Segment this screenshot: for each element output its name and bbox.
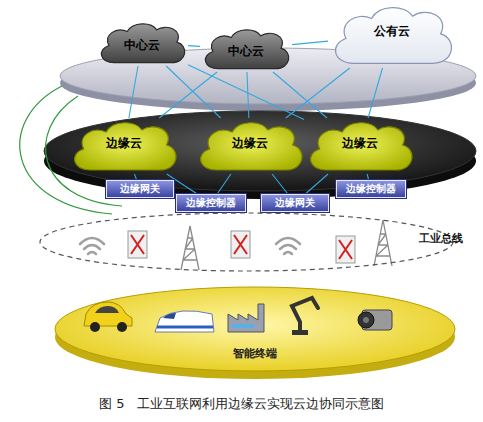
edge-cloud: 边缘云 [68,118,180,174]
car-wheel [90,322,100,332]
terminal-platform-outline [50,283,460,383]
router-symbol [128,231,147,258]
factory-icon [228,304,264,332]
router-arrows [234,235,247,254]
robot-arm-icon [292,298,318,335]
robot-base [292,330,308,335]
network-link [247,72,249,118]
gateway-box: 边缘网关 [106,180,174,198]
node-label: 边缘云 [194,136,306,150]
train-icon [155,311,214,332]
controller-box: 边缘控制器 [176,194,246,212]
car-icon [84,302,132,326]
router-symbol [128,231,355,263]
network-link [166,66,221,118]
camera-icon [358,310,392,330]
router-arrows [339,240,352,259]
node-label: 中心云 [200,44,292,58]
network-link [188,45,200,47]
factory-window [232,324,254,328]
car-wheel [117,322,127,332]
network-link [273,72,327,118]
node-label: 边缘云 [68,136,180,150]
tower-symbol [181,226,199,270]
car-icon [84,302,132,332]
industrial-bus-outline [38,211,463,273]
node-label: 公有云 [328,24,456,38]
train-stripe [157,326,213,329]
gateway-box: 边缘网关 [261,194,329,212]
figure-caption: 图 5 工业互联网利用边缘云实现云边协同示意图 [0,395,483,413]
industrial-bus: 工业总线 [38,211,463,273]
node-label: 边缘控制器 [177,195,245,211]
network-link [305,174,328,194]
network-link [368,68,382,118]
terminal-platform: 智能终端 [50,283,460,383]
center-cloud: 中心云 [96,20,188,66]
edge-platform [44,111,476,199]
node-label: 边缘云 [304,136,416,150]
node-label: 边缘网关 [107,181,173,197]
router-symbol [231,231,250,258]
edge-cloud: 边缘云 [304,118,416,174]
network-link [159,72,217,118]
node-label: 工业总线 [419,232,463,245]
controller-box: 边缘控制器 [336,180,406,198]
camera-lens [363,317,369,323]
bus-ellipse [40,213,453,271]
train-window [163,313,176,319]
router-symbol [336,236,355,263]
train-icon [155,311,214,332]
tower-symbol [374,220,392,266]
center-cloud: 中心云 [200,26,292,72]
network-link [188,65,304,120]
factory-icon [228,304,264,332]
camera-lens [358,312,374,328]
network-link [272,174,288,194]
network-link [286,68,350,118]
wifi-symbol [80,238,300,254]
router-arrows [131,235,144,254]
wifi-symbol [276,238,300,254]
public-cloud: 公有云 [328,2,456,68]
camera-icon [362,310,392,330]
wifi-symbol [80,238,104,254]
network-link [292,41,328,44]
node-label: 中心云 [96,38,188,52]
car-window [95,306,119,313]
network-link [129,66,138,118]
node-label: 边缘控制器 [337,181,405,197]
node-label: 边缘网关 [262,195,328,211]
platform-top [44,111,476,191]
robot-arm-icon [292,298,318,332]
node-label: 智能终端 [50,347,460,360]
edge-cloud: 边缘云 [194,118,306,174]
network-link [217,174,231,194]
tower-symbol [181,220,392,270]
